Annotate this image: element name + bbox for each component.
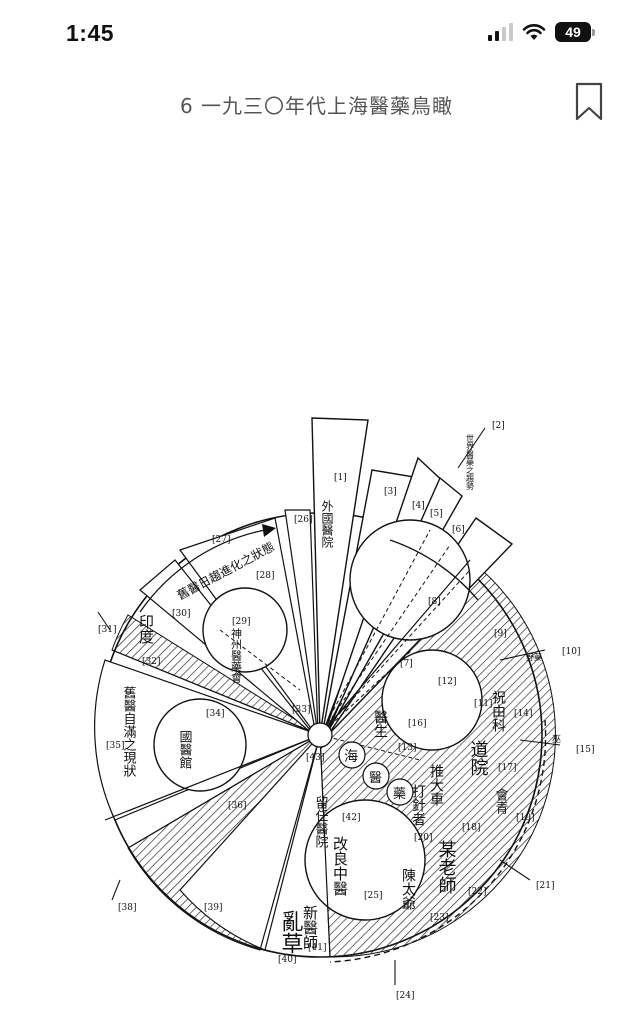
label-14n: [14] bbox=[514, 709, 532, 719]
label-1n: [1] bbox=[334, 473, 347, 483]
label-13: 醫生 bbox=[372, 710, 388, 738]
label-4n: [4] bbox=[412, 501, 425, 511]
bar-1 bbox=[311, 417, 369, 736]
label-center: [43] bbox=[306, 753, 324, 763]
status-time: 1:45 bbox=[66, 20, 115, 46]
label-32: 印度 bbox=[137, 614, 155, 644]
label-16n: [16] bbox=[408, 719, 426, 729]
label-20: 推大車 bbox=[428, 764, 444, 806]
label-13n: [13] bbox=[398, 743, 416, 753]
label-41: 新醫師 bbox=[301, 905, 319, 950]
label-40n: [40] bbox=[278, 955, 296, 965]
label-6n: [6] bbox=[452, 525, 465, 535]
hatched-sector-upper-left bbox=[111, 614, 321, 736]
label-17n: [17] bbox=[498, 763, 516, 773]
label-39n: [39] bbox=[204, 903, 222, 913]
label-29n: [29] bbox=[232, 617, 250, 627]
label-23n: [23] bbox=[430, 913, 448, 923]
label-28n: [28] bbox=[256, 571, 274, 581]
sector-bottom-left bbox=[179, 734, 321, 951]
wifi-icon bbox=[522, 24, 546, 40]
label-15n: [15] bbox=[576, 745, 594, 755]
status-bar: 1:45 49 bbox=[0, 0, 633, 70]
diagram-svg: [43] [1] 外國醫院 [2] 世界醫藥之趨勢 [3] [4] [5] [6… bbox=[94, 417, 594, 1001]
label-23: 陳太爺 bbox=[400, 868, 416, 910]
inner-circle-8 bbox=[349, 519, 471, 641]
label-14: 祝由科 bbox=[490, 690, 506, 732]
label-7n: [7] bbox=[400, 659, 413, 669]
battery-level: 49 bbox=[555, 22, 591, 42]
label-5n: [5] bbox=[430, 509, 443, 519]
label-29: 神州醫藥會 bbox=[230, 627, 243, 683]
circle-chen bbox=[338, 741, 366, 769]
inner-circle-12 bbox=[381, 649, 483, 751]
bookmark-icon[interactable] bbox=[574, 82, 604, 122]
label-21n: [21] bbox=[536, 881, 554, 891]
label-3n: [3] bbox=[384, 487, 397, 497]
dashed-lines bbox=[219, 529, 471, 761]
bar-26 bbox=[284, 509, 319, 736]
label-1: 外國醫院 bbox=[320, 500, 334, 548]
medical-diagram: [43] [1] 外國醫院 [2] 世界醫藥之趨勢 [3] [4] [5] [6… bbox=[90, 408, 610, 1008]
label-2: 世界醫藥之趨勢 bbox=[466, 433, 475, 491]
label-22n: [22] bbox=[468, 887, 486, 897]
label-34: 國醫館 bbox=[177, 730, 193, 769]
status-icons: 49 bbox=[488, 22, 595, 42]
label-42n: [42] bbox=[342, 813, 360, 823]
label-41n: [41] bbox=[308, 943, 326, 953]
label-27n: [27] bbox=[212, 535, 230, 545]
radial-lines bbox=[104, 559, 471, 958]
label-19n: [19] bbox=[516, 813, 534, 823]
signal-icon bbox=[488, 23, 513, 41]
label-2n: [2] bbox=[492, 421, 505, 431]
label-19: 會青 bbox=[493, 788, 509, 814]
label-12n: [12] bbox=[438, 677, 456, 687]
label-40: 亂草 bbox=[278, 910, 303, 954]
pointer-lines bbox=[97, 427, 561, 985]
label-18n: [18] bbox=[462, 823, 480, 833]
label-8n: [8] bbox=[428, 597, 441, 607]
label-25n: [25] bbox=[364, 891, 382, 901]
center-hub bbox=[307, 722, 333, 748]
inner-circle-29 bbox=[202, 587, 288, 673]
label-15: 巫 bbox=[552, 734, 561, 745]
page-title: 6 一九三〇年代上海醫藥鳥瞰 bbox=[179, 94, 454, 118]
label-42: 留任醫院 bbox=[313, 796, 329, 848]
label-33n: [33] bbox=[292, 705, 310, 715]
label-30n: [30] bbox=[172, 609, 190, 619]
circle-yi bbox=[362, 762, 390, 790]
label-24n: [24] bbox=[396, 991, 414, 1001]
label-yao: 藥 bbox=[393, 787, 406, 802]
arrow-arc bbox=[139, 529, 266, 613]
label-17: 道院 bbox=[468, 740, 489, 776]
label-34n: [34] bbox=[206, 709, 224, 719]
label-35n: [35] bbox=[106, 741, 124, 751]
label-10: 野藥 bbox=[526, 652, 542, 662]
label-22: 某老師 bbox=[436, 840, 457, 894]
label-hai: 海 bbox=[344, 749, 358, 765]
inner-circle-34 bbox=[153, 698, 247, 792]
label-32n: [32] bbox=[142, 657, 160, 667]
label-10n: [10] bbox=[562, 647, 580, 657]
circle-yao bbox=[386, 778, 414, 806]
inner-circle-25 bbox=[304, 799, 426, 921]
label-20b: 打針者 bbox=[410, 783, 426, 826]
arrow-head bbox=[262, 524, 276, 537]
label-11n: [11] bbox=[474, 699, 492, 709]
label-36n: [36] bbox=[228, 801, 246, 811]
label-26n: [26] bbox=[294, 515, 312, 525]
label-38n: [38] bbox=[118, 903, 136, 913]
label-35: 舊醫自滿之現狀 bbox=[121, 686, 137, 778]
battery-icon: 49 bbox=[555, 22, 595, 42]
label-25: 改良中醫 bbox=[331, 836, 349, 897]
label-31n: [31] bbox=[98, 625, 116, 635]
arrow-arc-right bbox=[389, 539, 479, 601]
label-20n: [20] bbox=[414, 833, 432, 843]
label-9n: [9] bbox=[494, 629, 507, 639]
label-yi: 醫 bbox=[369, 771, 382, 786]
